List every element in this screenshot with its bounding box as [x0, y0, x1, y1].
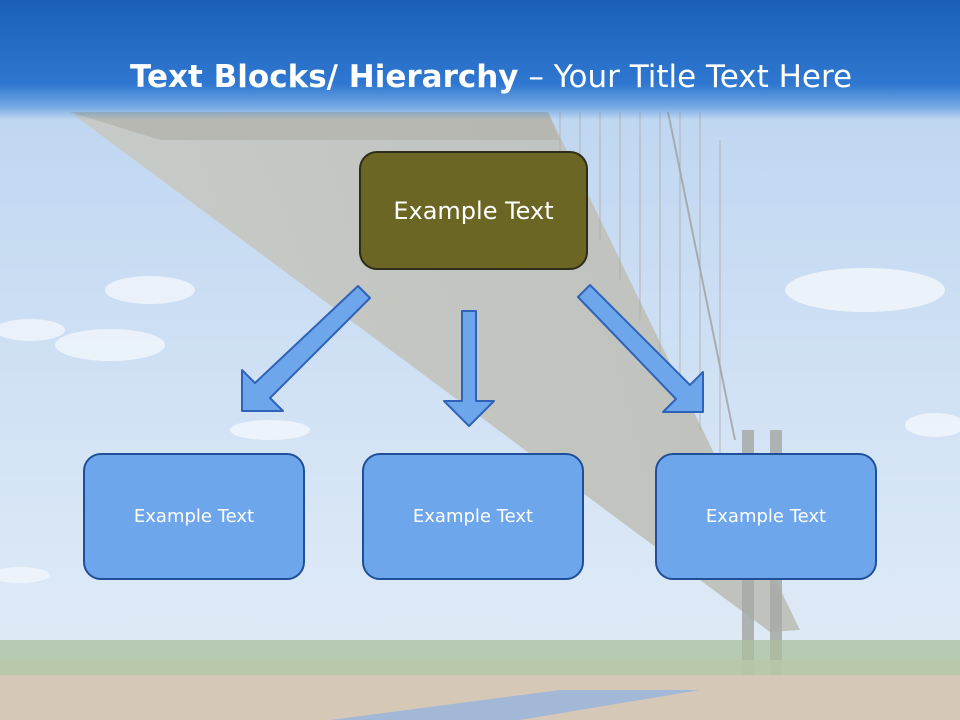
- top-text-block[interactable]: Example Text: [359, 151, 588, 270]
- child-text-block-label: Example Text: [133, 506, 255, 527]
- child-text-block-label: Example Text: [412, 506, 534, 527]
- title-bold-part: Text Blocks/ Hierarchy: [130, 59, 519, 95]
- child-text-block-middle[interactable]: Example Text: [362, 453, 584, 580]
- top-text-block-label: Example Text: [393, 196, 554, 225]
- title-band: [0, 0, 960, 120]
- child-text-block-label: Example Text: [705, 506, 827, 527]
- slide-title: Text Blocks/ Hierarchy – Your Title Text…: [130, 52, 930, 102]
- title-dash: –: [518, 59, 554, 95]
- child-text-block-right[interactable]: Example Text: [655, 453, 877, 580]
- title-rest: Your Title Text Here: [553, 59, 853, 95]
- child-text-block-left[interactable]: Example Text: [83, 453, 305, 580]
